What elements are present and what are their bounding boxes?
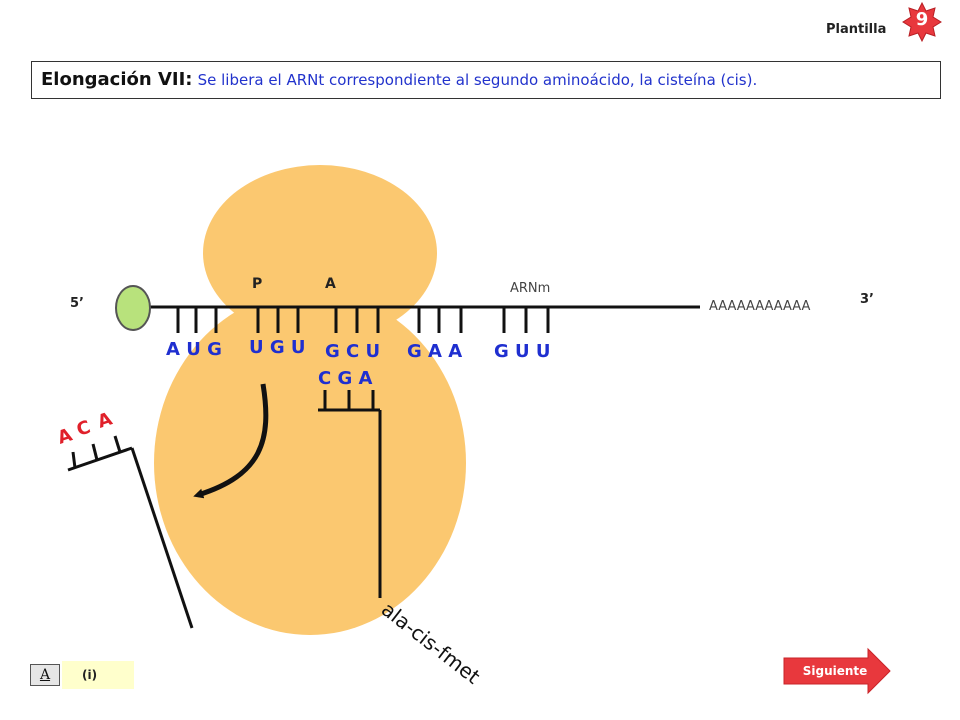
codon-1: A U G bbox=[166, 339, 222, 360]
next-button[interactable]: Siguiente bbox=[776, 646, 894, 696]
title-heading: Elongación VII: bbox=[41, 69, 193, 90]
codon-4: G A A bbox=[407, 341, 462, 362]
slide-number-badge: 9 bbox=[902, 1, 942, 43]
slide-number: 9 bbox=[915, 9, 929, 30]
title-description: Se libera el ARNt correspondiente al seg… bbox=[197, 71, 758, 89]
mrna-label: ARNm bbox=[510, 281, 550, 296]
five-prime-label: 5’ bbox=[70, 296, 84, 311]
site-p-label: P bbox=[252, 276, 262, 292]
bound-trna bbox=[318, 390, 382, 598]
info-box[interactable]: (i) bbox=[62, 661, 134, 689]
released-anticodon-1: A bbox=[55, 424, 75, 448]
plantilla-label: Plantilla bbox=[826, 22, 887, 37]
codon-5: G U U bbox=[494, 341, 551, 362]
three-prime-label: 3’ bbox=[860, 292, 874, 307]
released-trna bbox=[67, 435, 194, 629]
next-arrow-icon bbox=[783, 647, 891, 695]
release-arrow bbox=[193, 383, 269, 499]
released-anticodon-2: C bbox=[74, 417, 93, 441]
codon-2: U G U bbox=[249, 337, 306, 358]
audio-button[interactable]: A bbox=[30, 664, 60, 686]
star-badge-icon bbox=[902, 1, 942, 43]
codon-3: G C U bbox=[325, 341, 380, 362]
bound-trna-anticodon: C G A bbox=[318, 368, 373, 389]
peptide-chain-label: ala-cis-fmet bbox=[377, 597, 485, 689]
site-a-label: A bbox=[325, 276, 336, 292]
released-anticodon-3: A bbox=[95, 408, 115, 432]
ribosome-large-subunit bbox=[203, 165, 437, 341]
five-prime-cap bbox=[115, 285, 151, 331]
codon-ticks bbox=[176, 307, 550, 333]
next-button-label: Siguiente bbox=[802, 664, 868, 678]
poly-a-tail: AAAAAAAAAAA bbox=[709, 299, 811, 314]
title-box: Elongación VII: Se libera el ARNt corres… bbox=[31, 61, 941, 99]
ribosome-small-subunit bbox=[154, 291, 466, 635]
